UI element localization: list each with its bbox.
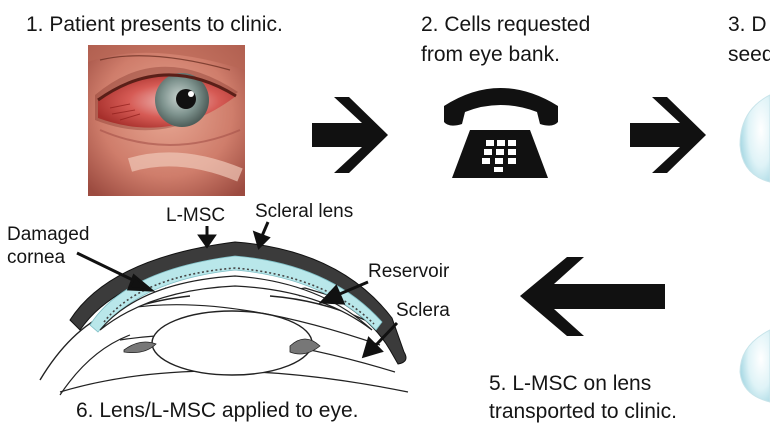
pointer-arrows [76, 221, 399, 359]
contact-lens-icon [739, 94, 770, 183]
step-3-label-line1: 3. D [728, 13, 767, 36]
label-sclera: Sclera [396, 300, 450, 321]
step-6-label: 6. Lens/L-MSC applied to eye. [76, 399, 359, 422]
label-l-msc: L-MSC [166, 205, 226, 226]
step-3-label-line2: seed [728, 43, 770, 66]
label-damaged-cornea-line1: Damaged [7, 224, 90, 245]
telephone-icon [444, 88, 558, 178]
label-damaged-cornea-line2: cornea [7, 247, 66, 268]
step-2-label-line1: 2. Cells requested [421, 13, 591, 36]
right-arrow-icon [630, 97, 706, 173]
contact-lens-icon [739, 329, 770, 403]
cornea [99, 275, 373, 331]
label-reservoir: Reservoir [368, 261, 450, 282]
eye-photo [88, 45, 245, 196]
l-msc-layer [103, 267, 375, 325]
step-2-label-line2: from eye bank. [421, 43, 560, 66]
step-5-label-line1: 5. L-MSC on lens [489, 372, 652, 395]
right-arrow-icon [312, 97, 388, 173]
left-arrow-icon [520, 257, 665, 336]
reservoir-fluid [89, 255, 383, 333]
step-1-label: 1. Patient presents to clinic. [26, 13, 283, 36]
step-3-clip: 3. D seed [724, 0, 770, 433]
label-scleral-lens: Scleral lens [255, 201, 354, 222]
step-5-label-line2: transported to clinic. [489, 400, 677, 423]
